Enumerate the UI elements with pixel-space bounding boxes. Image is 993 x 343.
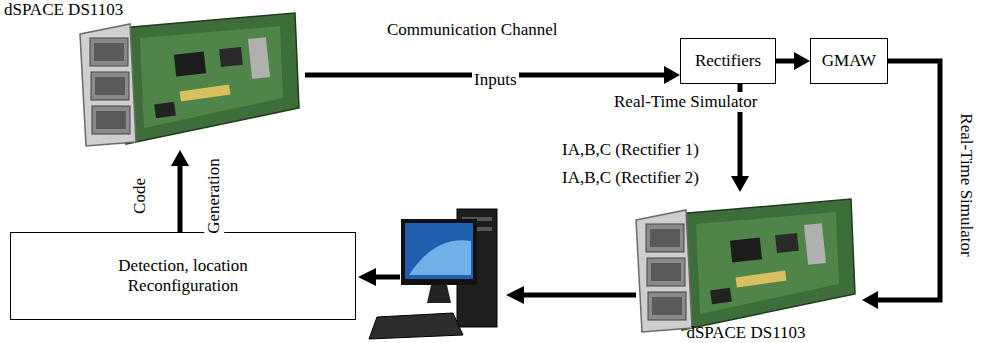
arrow-head	[664, 66, 680, 84]
block-label: Real-Time Simulator	[956, 111, 976, 258]
arrow-label: Generation	[204, 156, 224, 236]
board-image	[80, 13, 299, 146]
signal-label: IA,B,C (Rectifier 2)	[560, 168, 701, 188]
signal-label: IA,B,C (Rectifier 1)	[560, 140, 701, 160]
edge-label: Communication Channel	[385, 20, 559, 40]
connector-arrow	[776, 52, 810, 70]
board-label: dSPACE DS1103	[630, 323, 862, 343]
box-label: Detection, location Reconfiguration	[103, 256, 263, 297]
process-box: Detection, location Reconfiguration	[10, 232, 356, 320]
process-box: GMAW	[810, 38, 888, 84]
signal-label: Inputs	[472, 70, 519, 90]
dspace-board: dSPACE DS1103	[630, 192, 862, 343]
arrow-head	[862, 291, 878, 309]
computer-image	[369, 209, 497, 339]
arrow-head	[171, 150, 189, 166]
connector-line	[876, 61, 940, 300]
process-box: Rectifiers	[680, 38, 776, 84]
arrow-head	[731, 176, 749, 192]
box-label: GMAW	[822, 51, 876, 71]
board-label: dSPACE DS1103	[2, 0, 125, 20]
connector-line	[776, 59, 796, 64]
arrow-head	[794, 52, 810, 70]
connector-arrow	[171, 150, 189, 232]
layout-arrow	[358, 268, 636, 304]
connector-arrow	[862, 61, 940, 309]
connector-line	[178, 164, 183, 232]
box-label: Rectifiers	[695, 51, 761, 71]
arrow-label: Code	[130, 176, 150, 216]
block-label: Real-Time Simulator	[612, 92, 759, 112]
dspace-board: dSPACE DS1103	[0, 0, 305, 150]
board-image	[636, 199, 855, 332]
